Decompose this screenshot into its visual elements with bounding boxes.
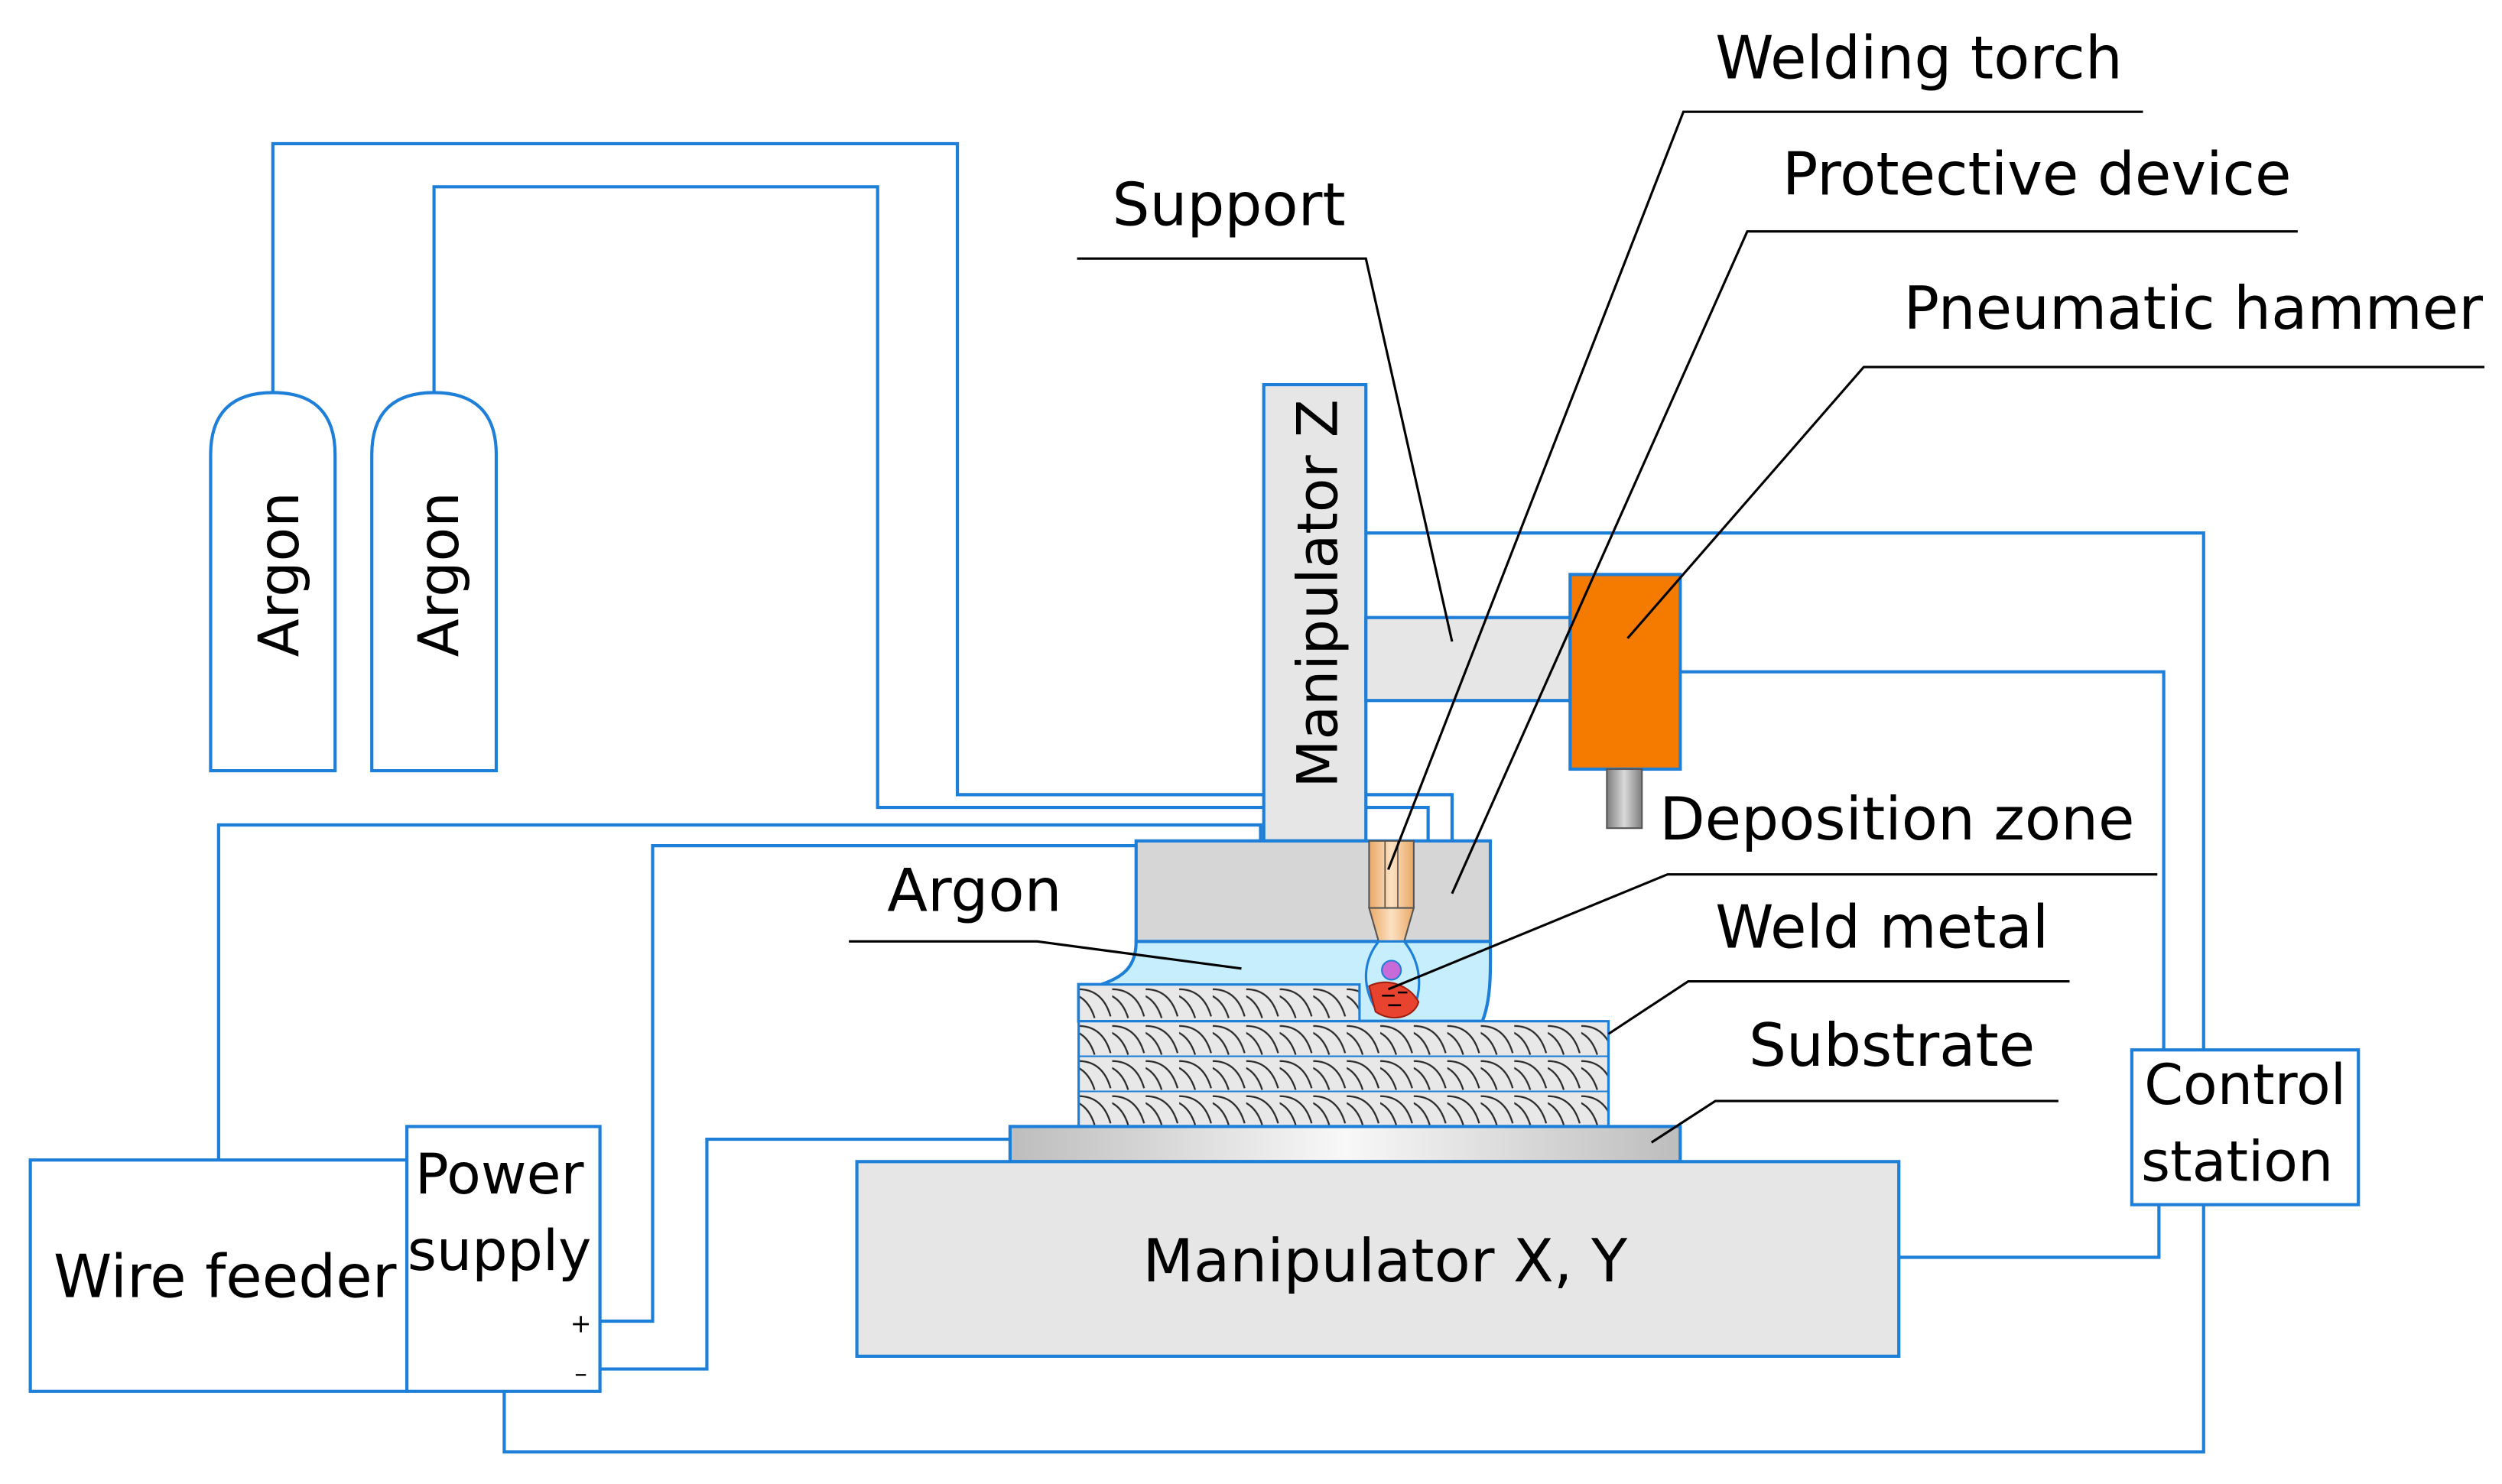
weld-metal-label: Weld metal (1715, 894, 2049, 963)
leader-support (1077, 257, 1454, 642)
welding-torch-label: Welding torch (1715, 24, 2123, 93)
manipulator-z-label: Manipulator Z (1286, 399, 1351, 788)
wire-feeder: Wire feeder (28, 1158, 409, 1393)
leader-welding-torch (1387, 110, 2143, 871)
support-label: Support (1112, 170, 1345, 239)
leader-lines (849, 110, 2485, 1144)
power-minus-line (600, 1138, 1010, 1371)
pneumatic-hammer-label: Pneumatic hammer (1903, 274, 2483, 343)
hammer-rod (1606, 768, 1643, 830)
argon-cylinder-2: Argon (370, 391, 499, 773)
hammer-control-line (1680, 670, 2166, 1050)
control-station-label-line2: station (2141, 1129, 2333, 1194)
leader-pneumatic-hammer (1626, 365, 2485, 639)
manipulator-z: Manipulator Z (1262, 382, 1368, 843)
weld-pool (1368, 981, 1420, 1019)
leader-weld-metal (1607, 979, 2070, 1035)
argon-cylinder-2-label: Argon (407, 492, 472, 657)
substrate (1008, 1125, 1682, 1164)
wire-feeder-label: Wire feeder (54, 1243, 397, 1312)
argon-cylinder-1-label: Argon (247, 492, 312, 657)
support (1364, 615, 1572, 703)
plus-terminal-label: + (570, 1309, 592, 1339)
power-control-line (502, 1204, 2205, 1454)
argon-zone-label: Argon (887, 857, 1061, 926)
control-station-label-line1: Control (2144, 1053, 2346, 1118)
manipulator-xy: Manipulator X, Y (855, 1160, 1901, 1358)
leader-argon-zone (849, 940, 1242, 970)
power-supply-label-line2: supply (408, 1219, 592, 1284)
leader-protective-device (1451, 230, 2298, 895)
leader-substrate (1650, 1099, 2058, 1144)
control-station: Control station (2130, 1048, 2361, 1206)
argon-line-2 (432, 185, 1430, 841)
minus-terminal-label: – (574, 1358, 587, 1388)
power-supply-label-line1: Power (415, 1142, 585, 1207)
connection-lines (216, 141, 2205, 1454)
substrate-label: Substrate (1749, 1012, 2035, 1080)
manip-z-control-line (1366, 531, 2205, 1050)
deposition-zone-label: Deposition zone (1659, 785, 2134, 854)
protective-device-label: Protective device (1782, 141, 2292, 209)
argon-cylinder-1: Argon (209, 391, 337, 773)
weld-metal (1077, 983, 1610, 1128)
arc-icon (1381, 960, 1402, 981)
leader-deposition-zone (1387, 873, 2158, 991)
argon-line-1 (271, 141, 1454, 841)
pneumatic-hammer (1568, 573, 1682, 830)
manipulator-xy-label: Manipulator X, Y (1142, 1227, 1628, 1296)
power-plus-line (600, 844, 1136, 1323)
manip-xy-control-line (1899, 1204, 2161, 1259)
wire-feeder-line (216, 823, 1262, 1161)
power-supply: Power supply + – (405, 1125, 602, 1393)
